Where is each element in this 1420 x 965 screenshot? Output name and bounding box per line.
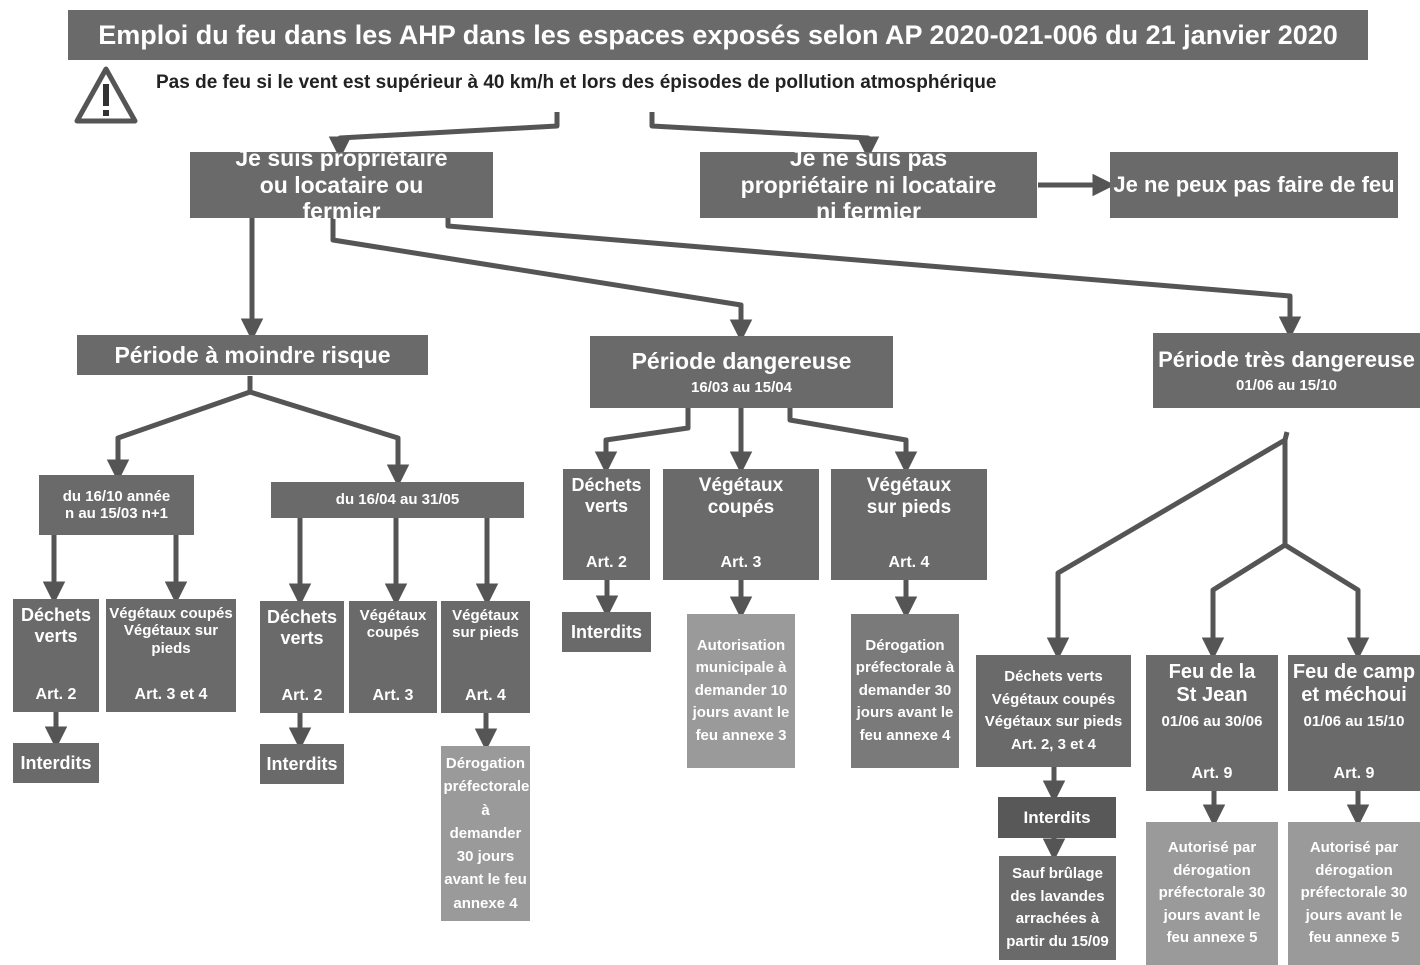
very-dangerous-interdits-box: Interdits [998, 797, 1116, 838]
dangerous-autorisation-box: Autorisation municipale à demander 10 jo… [687, 614, 795, 768]
camp-art: Art. 9 [1333, 764, 1375, 782]
very-dangerous-all-box: Déchets verts Végétaux coupés Végétaux s… [976, 655, 1131, 767]
camp-auth-box: Autorisé par dérogation préfectorale 30 … [1288, 822, 1420, 965]
low-a-dechets-label: Déchets verts [20, 605, 92, 646]
dangerous-derogation-box: Dérogation préfectorale à demander 30 jo… [851, 614, 959, 768]
low-b-derogation-box: Dérogation préfectorale à demander 30 jo… [441, 746, 530, 921]
low-a-interdits-box: Interdits [13, 743, 99, 783]
very-dangerous-all-art: Art. 2, 3 et 4 [1010, 735, 1097, 753]
very-dangerous-sauf-label: Sauf brûlage des lavandes arrachées à pa… [1006, 865, 1109, 950]
non-owner-box: Je ne suis pas propriétaire ni locataire… [700, 145, 1037, 224]
very-dangerous-sauf-box: Sauf brûlage des lavandes arrachées à pa… [999, 856, 1116, 960]
camp-auth-label: Autorisé par dérogation préfectorale 30 … [1300, 839, 1408, 947]
low-b-interdits-box: Interdits [260, 744, 344, 784]
dangerous-pieds-label: Végétaux sur pieds [866, 475, 952, 518]
dangerous-coupes-box: Végétaux coupés Art. 3 [663, 469, 819, 580]
low-a-dechets-art: Art. 2 [35, 685, 77, 703]
low-b-coupes-label: Végétaux coupés [359, 607, 427, 642]
very-dangerous-all-label: Déchets verts Végétaux coupés Végétaux s… [984, 668, 1123, 730]
dangerous-autorisation-label: Autorisation municipale à demander 10 jo… [692, 636, 790, 744]
low-b-coupes-box: Végétaux coupés Art. 3 [349, 601, 437, 713]
dangerous-dechets-label: Déchets verts [571, 475, 642, 516]
st-jean-art: Art. 9 [1191, 764, 1233, 782]
dangerous-title: Période dangereuse [631, 348, 852, 375]
dangerous-interdits-label: Interdits [570, 621, 642, 642]
st-jean-title: Feu de la St Jean [1168, 661, 1256, 706]
no-fire-label: Je ne peux pas faire de feu [1113, 172, 1395, 198]
low-risk-sub-a: du 16/10 année n au 15/03 n+1 [39, 475, 194, 535]
dangerous-coupes-label: Végétaux coupés [698, 475, 784, 518]
dangerous-dechets-art: Art. 2 [586, 553, 627, 571]
low-b-dechets-art: Art. 2 [281, 686, 323, 704]
very-dangerous-dates: 01/06 au 15/10 [1236, 376, 1337, 394]
dangerous-pieds-art: Art. 4 [888, 553, 930, 571]
low-a-dechets-box: Déchets verts Art. 2 [13, 599, 99, 712]
st-jean-dates: 01/06 au 30/06 [1161, 713, 1263, 730]
dangerous-dates: 16/03 au 15/04 [691, 378, 792, 396]
camp-box: Feu de camp et méchoui 01/06 au 15/10 Ar… [1288, 655, 1420, 791]
diagram-title: Emploi du feu dans les AHP dans les espa… [68, 10, 1368, 60]
no-fire-box: Je ne peux pas faire de feu [1110, 152, 1398, 218]
low-b-dechets-label: Déchets verts [266, 607, 338, 648]
low-a-interdits-label: Interdits [20, 752, 92, 773]
low-risk-sub-b: du 16/04 au 31/05 [271, 482, 524, 518]
warning-text: Pas de feu si le vent est supérieur à 40… [156, 72, 997, 93]
camp-dates: 01/06 au 15/10 [1303, 713, 1405, 730]
dangerous-coupes-art: Art. 3 [720, 553, 762, 571]
dangerous-period-box: Période dangereuse 16/03 au 15/04 [590, 336, 893, 408]
low-b-interdits-label: Interdits [266, 753, 338, 774]
low-risk-period-box: Période à moindre risque [77, 335, 428, 375]
low-b-coupes-art: Art. 3 [372, 686, 414, 704]
dangerous-derogation-label: Dérogation préfectorale à demander 30 jo… [855, 636, 955, 744]
low-a-vegetaux-art: Art. 3 et 4 [134, 685, 208, 703]
low-b-pieds-art: Art. 4 [465, 686, 506, 704]
dangerous-pieds-box: Végétaux sur pieds Art. 4 [831, 469, 987, 580]
st-jean-auth-box: Autorisé par dérogation préfectorale 30 … [1146, 822, 1278, 965]
low-b-pieds-box: Végétaux sur pieds Art. 4 [441, 601, 530, 713]
warning-icon [74, 66, 138, 124]
owner-box: Je suis propriétaire ou locataire ou fer… [190, 145, 493, 224]
owner-label: Je suis propriétaire ou locataire ou fer… [235, 145, 448, 225]
low-b-dechets-box: Déchets verts Art. 2 [260, 601, 344, 713]
low-b-pieds-label: Végétaux sur pieds [452, 607, 519, 642]
camp-title: Feu de camp et méchoui [1292, 661, 1416, 706]
st-jean-box: Feu de la St Jean 01/06 au 30/06 Art. 9 [1146, 655, 1278, 791]
low-risk-title: Période à moindre risque [114, 341, 391, 368]
low-b-derogation-label: Dérogation préfectorale à demander 30 jo… [443, 755, 530, 912]
very-dangerous-period-box: Période très dangereuse 01/06 au 15/10 [1153, 333, 1420, 408]
very-dangerous-title: Période très dangereuse [1158, 347, 1415, 373]
very-dangerous-interdits-label: Interdits [1023, 807, 1091, 827]
low-a-vegetaux-label: Végétaux coupés Végétaux sur pieds [109, 605, 233, 657]
low-risk-sub-b-label: du 16/04 au 31/05 [335, 491, 460, 509]
st-jean-auth-label: Autorisé par dérogation préfectorale 30 … [1158, 839, 1266, 947]
non-owner-label: Je ne suis pas propriétaire ni locataire… [740, 145, 997, 225]
dangerous-dechets-box: Déchets verts Art. 2 [563, 469, 650, 580]
low-risk-sub-a-label: du 16/10 année n au 15/03 n+1 [62, 487, 171, 522]
dangerous-interdits-box: Interdits [562, 612, 651, 652]
low-a-vegetaux-box: Végétaux coupés Végétaux sur pieds Art. … [106, 599, 236, 712]
